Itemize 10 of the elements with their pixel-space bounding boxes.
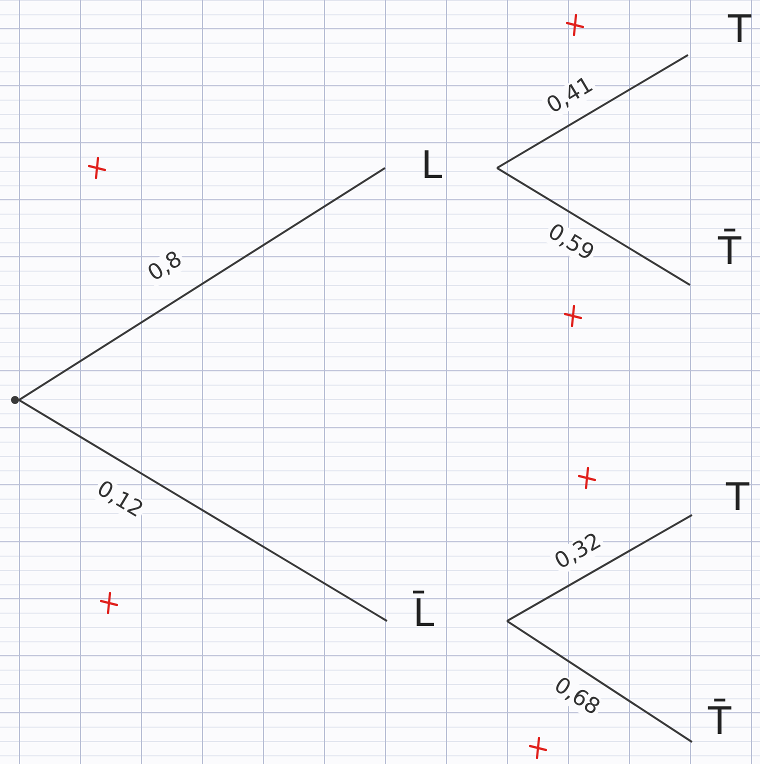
tree-branch — [18, 167, 386, 401]
event-label: L — [421, 146, 442, 184]
tree-branch — [506, 620, 693, 743]
event-label: T — [728, 10, 752, 48]
tree-branch — [18, 399, 388, 622]
tree-branch — [496, 167, 691, 286]
event-label: T — [726, 478, 750, 516]
branch-point — [11, 396, 19, 404]
tree-branch — [506, 514, 692, 622]
tree-branch — [496, 54, 688, 169]
